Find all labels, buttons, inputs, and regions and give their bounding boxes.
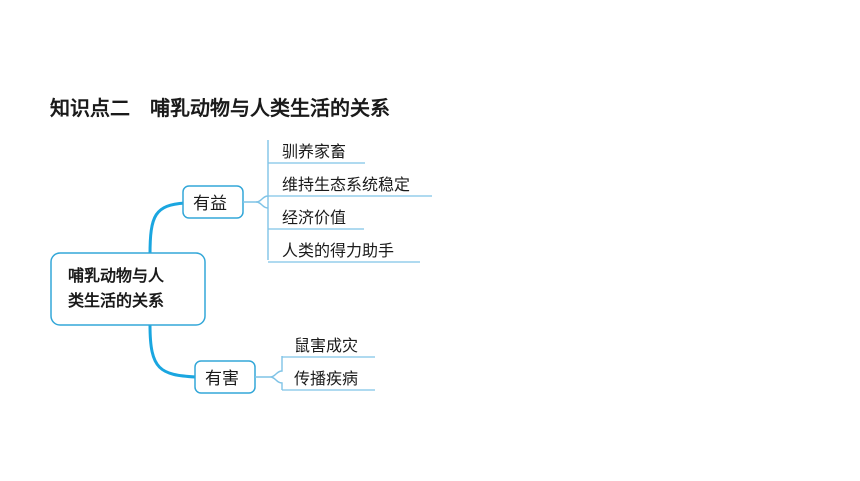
branch-harmful-label: 有害 (205, 369, 239, 389)
branch-beneficial: 有益 驯养家畜 维持生态系统稳定 经济价值 人类的得力助手 (182, 140, 432, 263)
branch-beneficial-label: 有益 (193, 194, 227, 214)
root-line-2: 类生活的关系 (68, 291, 164, 310)
leaf-economic-value: 经济价值 (282, 208, 346, 227)
leaf-ecosystem-stability: 维持生态系统稳定 (282, 175, 410, 194)
root-to-harmful-connector (148, 324, 197, 379)
root-node: 哺乳动物与人 类生活的关系 (50, 252, 206, 326)
root-to-beneficial-connector (148, 201, 186, 256)
leaf-human-helper: 人类的得力助手 (282, 241, 394, 260)
section-number: 知识点二 (50, 96, 130, 120)
beneficial-bracket (243, 140, 269, 260)
branch-harmful: 有害 鼠害成灾 传播疾病 (194, 336, 375, 394)
leaf-spread-disease: 传播疾病 (294, 369, 358, 388)
harmful-bracket (255, 356, 283, 390)
leaf-domestic-livestock: 驯养家畜 (282, 142, 346, 161)
root-line-1: 哺乳动物与人 (68, 266, 165, 285)
leaf-rodent-plague: 鼠害成灾 (294, 336, 358, 355)
section-heading: 知识点二 哺乳动物与人类生活的关系 (50, 92, 390, 121)
section-topic: 哺乳动物与人类生活的关系 (150, 96, 390, 120)
